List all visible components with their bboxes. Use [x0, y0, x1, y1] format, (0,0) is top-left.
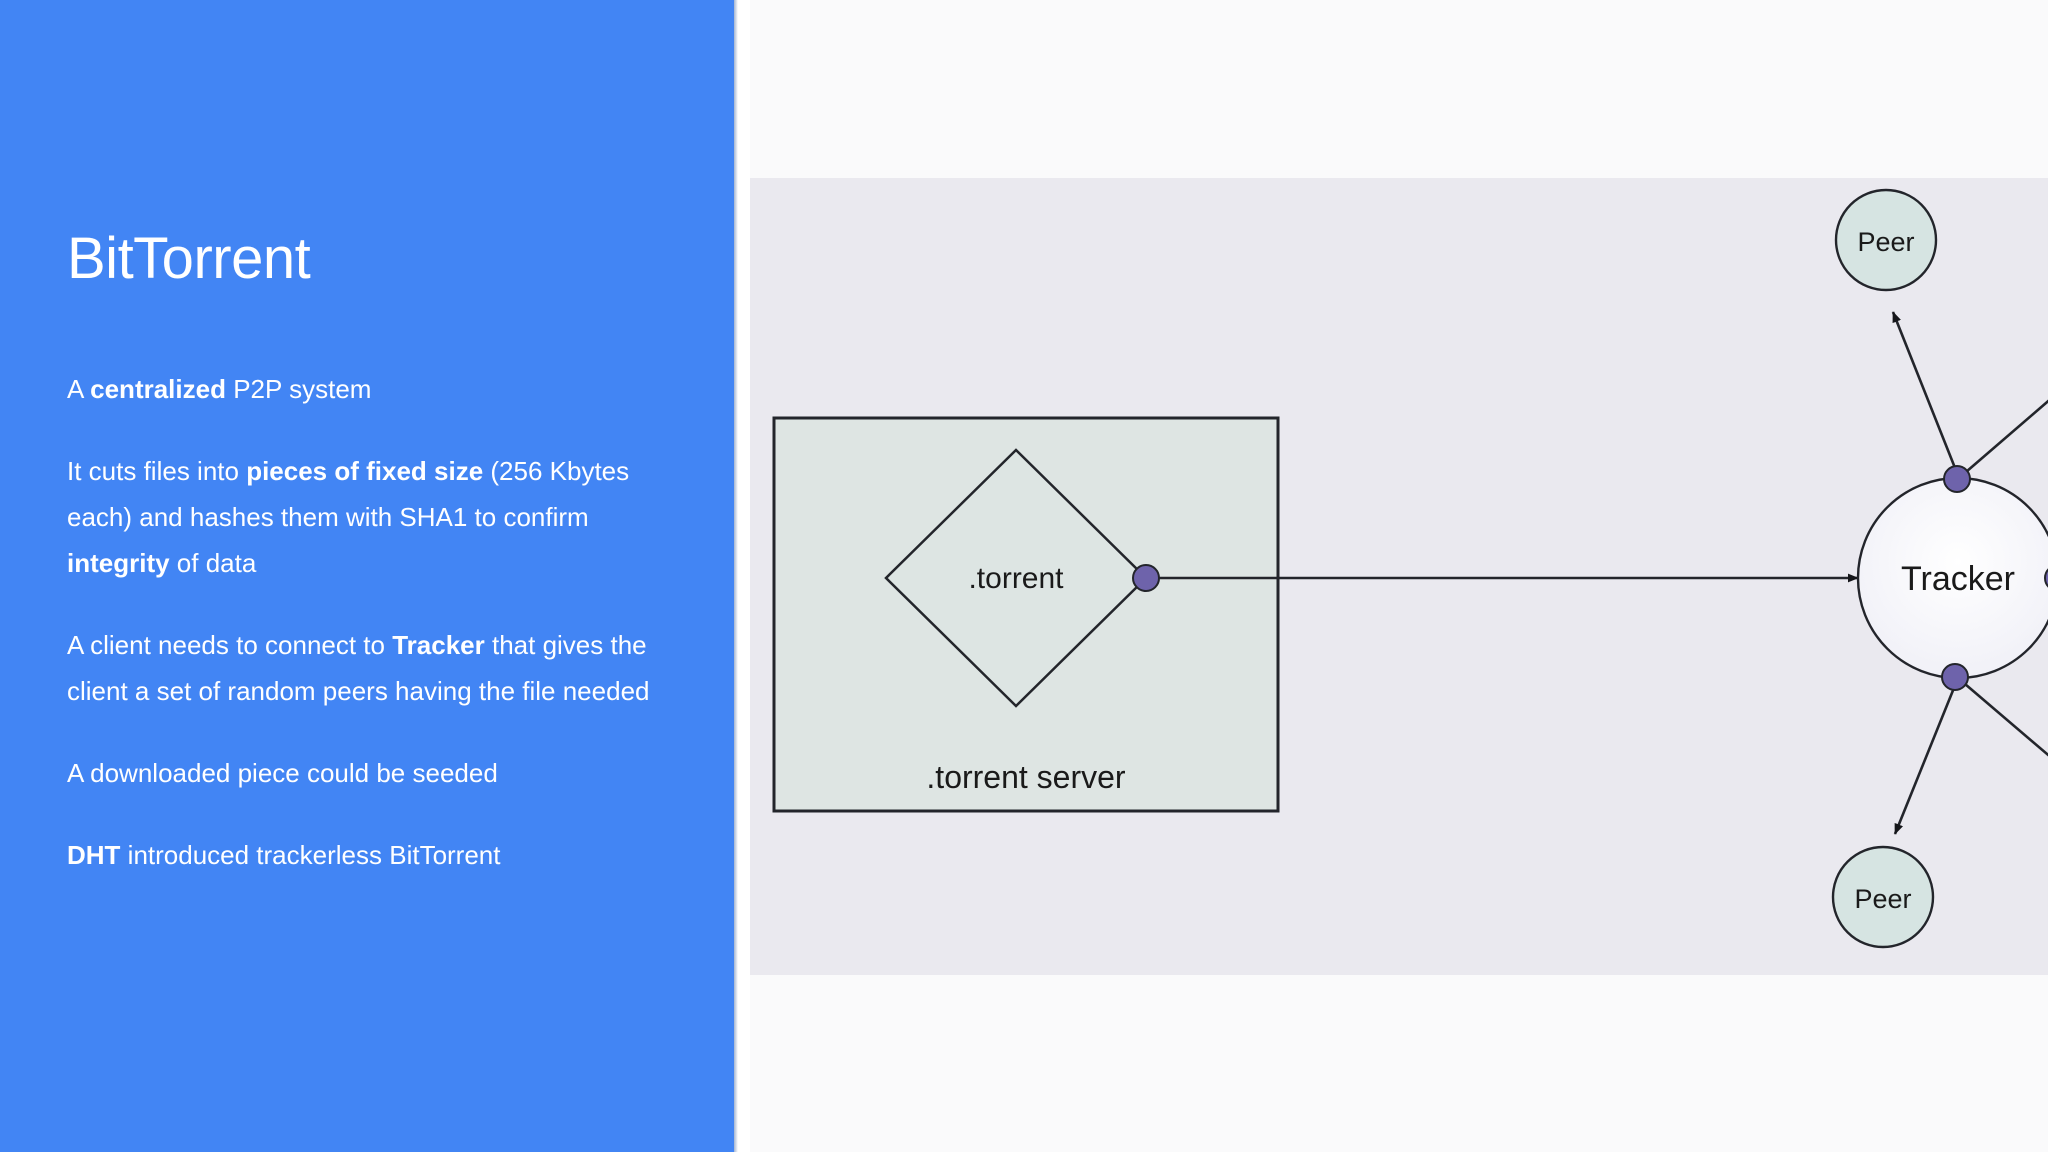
left-text-panel: BitTorrent A centralized P2P system It cu…	[0, 0, 734, 1152]
bullet-emphasis: DHT	[67, 840, 121, 870]
bullet-emphasis: centralized	[90, 374, 226, 404]
edge-tracker-to-peer-top-right	[1958, 399, 2048, 479]
bullet-list: A centralized P2P system It cuts files in…	[67, 340, 687, 914]
peer-label: Peer	[1857, 227, 1914, 257]
connector-dot-tracker-right	[2044, 568, 2048, 588]
bullet-text: A	[67, 374, 91, 404]
bullet-centralized: A centralized P2P system	[67, 366, 687, 412]
bullet-text: (256 Kbytes each) and hashes them with S…	[67, 456, 630, 532]
tracker-label: Tracker	[1901, 560, 2015, 598]
bullet-text: of data	[169, 548, 257, 578]
bullet-text: It cuts files into	[67, 456, 247, 486]
peer-label: Peer	[1854, 884, 1911, 914]
bullet-text: that gives the client a set of random pe…	[67, 630, 650, 706]
panel-edge-divider	[734, 0, 738, 1152]
edge-tracker-to-peer-bottom-left	[1893, 677, 1960, 835]
bullet-text: A client needs to connect to	[67, 630, 393, 660]
bullet-text: A downloaded piece could be seeded	[67, 758, 498, 788]
edge-tracker-to-peer-bottom-right	[1957, 677, 2048, 757]
connector-dot-tracker-top	[1943, 465, 1971, 493]
bittorrent-network-diagram: .torrent .torrent server Tracker	[772, 188, 2048, 949]
bullet-text: introduced trackerless BitTorrent	[120, 840, 501, 870]
bullet-emphasis: Tracker	[392, 630, 485, 660]
peer-circle	[1831, 845, 1935, 949]
bullet-dht: DHT introduced trackerless BitTorrent	[67, 832, 687, 878]
bullet-emphasis: pieces of fixed size	[246, 456, 484, 486]
connector-dot-tracker-bottom	[1941, 663, 1969, 691]
tracker-node: Tracker	[1856, 476, 2048, 680]
torrent-server-box: .torrent .torrent server	[772, 416, 1280, 813]
page-title: BitTorrent	[67, 225, 311, 291]
edge-tracker-to-peer-top-left	[1891, 311, 1961, 479]
connector-dot-torrent	[1132, 564, 1160, 592]
bullet-tracker: A client needs to connect to Tracker tha…	[67, 622, 687, 714]
bullet-seeded: A downloaded piece could be seeded	[67, 750, 687, 796]
torrent-diamond-label: .torrent	[968, 562, 1064, 595]
peer-node-top-left: Peer	[1834, 188, 1938, 292]
peer-circle	[1834, 188, 1938, 292]
bullet-text: P2P system	[225, 374, 372, 404]
bullet-pieces: It cuts files into pieces of fixed size …	[67, 448, 687, 586]
peer-node-bottom-left: Peer	[1831, 845, 1935, 949]
diagram-area: .torrent .torrent server Tracker	[750, 0, 2048, 1152]
torrent-diamond	[884, 448, 1148, 708]
server-box-label: .torrent server	[926, 759, 1126, 795]
bullet-emphasis: integrity	[67, 548, 170, 578]
